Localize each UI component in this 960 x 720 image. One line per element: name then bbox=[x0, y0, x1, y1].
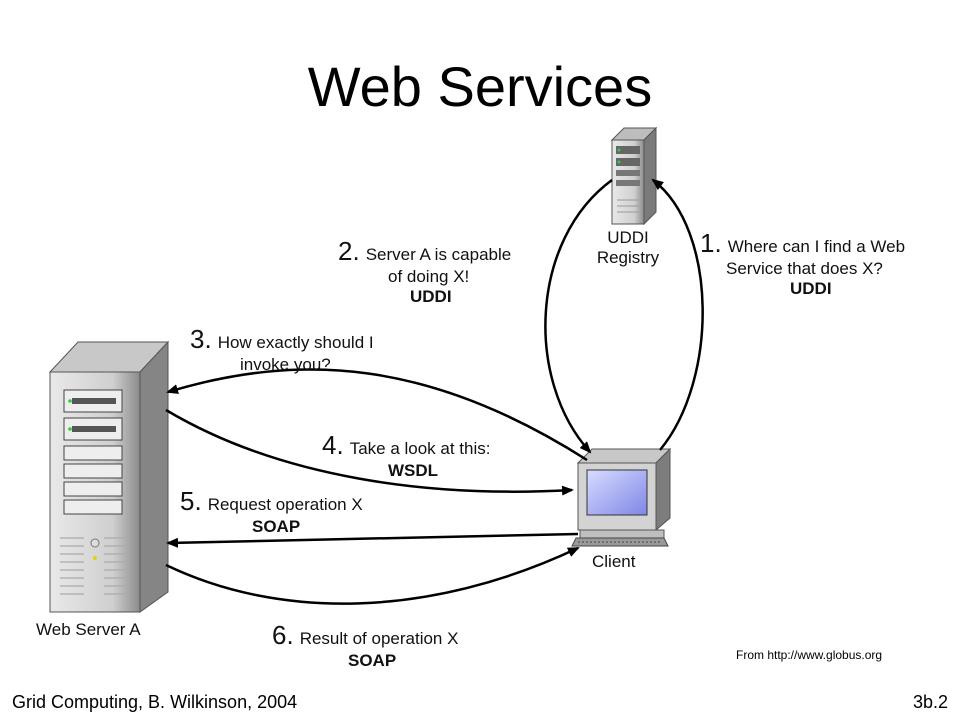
step-2-number: 2. bbox=[338, 236, 360, 266]
uddi-registry-label: UDDI Registry bbox=[588, 228, 668, 268]
step-2-protocol: UDDI bbox=[410, 287, 452, 306]
client-computer-icon bbox=[571, 447, 672, 547]
step-3-text-line1: How exactly should I bbox=[217, 333, 374, 352]
step-4-protocol: WSDL bbox=[388, 461, 439, 480]
step-3-text-line2: invoke you? bbox=[240, 355, 331, 374]
web-server-icon bbox=[48, 340, 170, 613]
footer-slide-number: 3b.2 bbox=[912, 692, 948, 712]
uddi-registry-label-line2: Registry bbox=[596, 248, 660, 267]
step-6-number: 6. bbox=[272, 620, 294, 650]
step-5-label: 5. Request operation X SOAP bbox=[180, 486, 410, 537]
uddi-server-icon bbox=[610, 126, 658, 226]
step-5-number: 5. bbox=[180, 486, 202, 516]
step-2-label: 2. Server A is capable of doing X! UDDI bbox=[338, 236, 548, 307]
step-6-protocol: SOAP bbox=[348, 651, 397, 670]
step-1-label: 1. Where can I find a Web Service that do… bbox=[700, 228, 940, 299]
step-5-protocol: SOAP bbox=[252, 517, 301, 536]
arrow-step-5 bbox=[166, 532, 579, 548]
arrow-step-6 bbox=[165, 546, 580, 605]
step-1-text-line1: Where can I find a Web bbox=[727, 237, 906, 256]
step-4-text-line1: Take a look at this: bbox=[349, 439, 491, 458]
step-1-text-line2: Service that does X? bbox=[726, 259, 883, 278]
step-6-text-line1: Result of operation X bbox=[299, 629, 459, 648]
arrow-step-3 bbox=[166, 368, 588, 462]
step-3-number: 3. bbox=[190, 324, 212, 354]
web-server-label: Web Server A bbox=[36, 620, 141, 639]
arrow-step-1 bbox=[651, 178, 704, 451]
source-credit: From http://www.globus.org bbox=[736, 648, 883, 662]
step-5-text-line1: Request operation X bbox=[207, 495, 363, 514]
page-title: Web Services bbox=[307, 55, 653, 118]
client-label: Client bbox=[592, 552, 636, 571]
arrow-step-4 bbox=[165, 408, 574, 496]
step-3-label: 3. How exactly should I invoke you? bbox=[190, 324, 420, 375]
step-4-number: 4. bbox=[322, 430, 344, 460]
step-2-text-line2: of doing X! bbox=[388, 267, 470, 286]
arrow-step-2 bbox=[544, 178, 613, 454]
step-1-protocol: UDDI bbox=[790, 279, 832, 298]
footer-left: Grid Computing, B. Wilkinson, 2004 bbox=[12, 692, 298, 712]
uddi-registry-label-line1: UDDI bbox=[607, 228, 649, 247]
step-2-text-line1: Server A is capable bbox=[365, 245, 512, 264]
step-1-number: 1. bbox=[700, 228, 722, 258]
step-4-label: 4. Take a look at this: WSDL bbox=[322, 430, 542, 481]
step-6-label: 6. Result of operation X SOAP bbox=[272, 620, 502, 671]
